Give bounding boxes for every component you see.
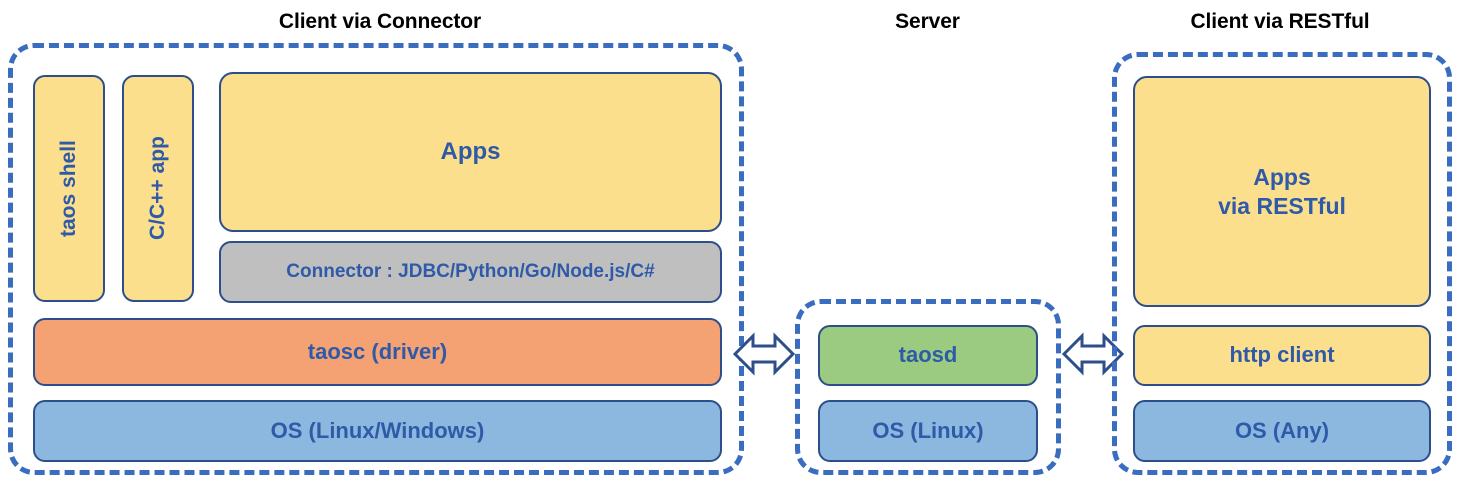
group-title-client-restful: Client via RESTful	[1190, 10, 1370, 33]
box-apps-via-restful-line2: via RESTful	[1218, 192, 1346, 219]
box-os-any[interactable]: OS (Any)	[1133, 400, 1431, 462]
box-apps[interactable]: Apps	[219, 72, 722, 232]
box-c-cpp-app[interactable]: C/C++ app	[122, 75, 194, 302]
panel-server	[795, 299, 1061, 475]
group-title-client-connector: Client via Connector	[278, 10, 482, 33]
box-os-server[interactable]: OS (Linux)	[818, 400, 1038, 462]
box-taosd[interactable]: taosd	[818, 325, 1038, 386]
arrow-server-to-restful	[1062, 330, 1124, 378]
arrow-client-to-server	[733, 330, 795, 378]
box-apps-via-restful-line1: Apps	[1253, 164, 1311, 191]
panel-client-via-connector	[8, 43, 744, 475]
group-title-server: Server	[895, 10, 960, 33]
box-taosc-driver[interactable]: taosc (driver)	[33, 318, 722, 386]
box-apps-via-restful[interactable]: Apps via RESTful	[1133, 76, 1431, 307]
box-connector[interactable]: Connector : JDBC/Python/Go/Node.js/C#	[219, 241, 722, 303]
box-http-client[interactable]: http client	[1133, 325, 1431, 386]
box-os-client[interactable]: OS (Linux/Windows)	[33, 400, 722, 462]
box-taos-shell[interactable]: taos shell	[33, 75, 105, 302]
panel-client-via-restful	[1112, 52, 1452, 475]
